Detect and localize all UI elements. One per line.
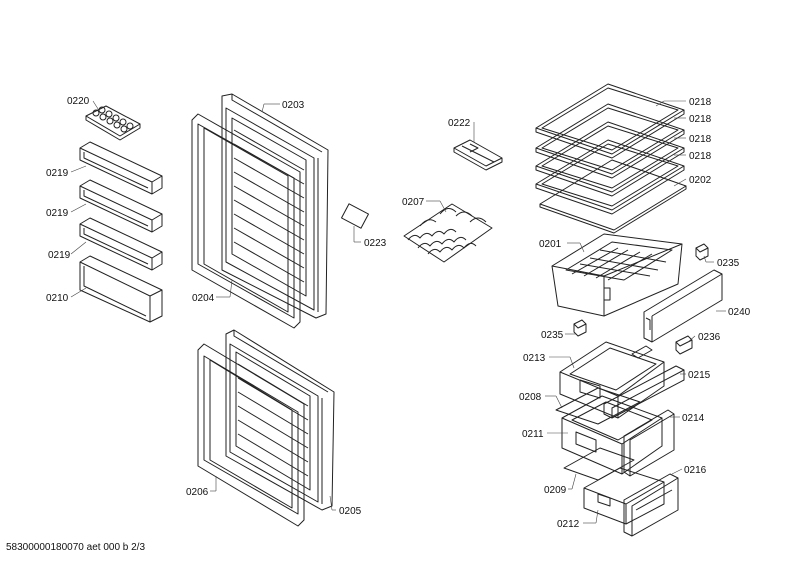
clip-upper — [695, 243, 709, 261]
label-0216: 0216 — [684, 465, 707, 476]
label-0219-b: 0219 — [46, 208, 69, 219]
crisper-drawer — [551, 233, 683, 317]
egg-tray — [85, 105, 141, 141]
label-0206: 0206 — [186, 487, 209, 498]
shelf-frame-3 — [535, 121, 685, 197]
hinge-piece — [675, 335, 693, 355]
drawer-divider-lower — [563, 447, 635, 481]
label-0203: 0203 — [282, 100, 305, 111]
label-0236: 0236 — [698, 332, 721, 343]
label-0207: 0207 — [402, 197, 425, 208]
crisper-cover-strip — [643, 269, 723, 343]
label-0212: 0212 — [557, 519, 580, 530]
label-0205: 0205 — [339, 506, 362, 517]
glass-shelf — [539, 159, 687, 234]
label-0214: 0214 — [682, 413, 705, 424]
shelf-frame-4 — [535, 139, 685, 215]
shelf-frame-2 — [535, 103, 685, 179]
label-0223: 0223 — [364, 238, 387, 249]
label-0215: 0215 — [688, 370, 711, 381]
lower-door-gasket — [197, 343, 305, 527]
freezer-drawer-bottom — [583, 467, 665, 525]
document-footer: 58300000180070 aet 000 b 2/3 — [6, 542, 146, 553]
label-0204: 0204 — [192, 293, 215, 304]
label-0235-a: 0235 — [717, 258, 740, 269]
label-0208: 0208 — [519, 392, 542, 403]
label-0210: 0210 — [46, 293, 69, 304]
clip-lower — [573, 319, 587, 337]
label-0209: 0209 — [544, 485, 567, 496]
label-0219-c: 0219 — [48, 250, 71, 261]
label-0240: 0240 — [728, 307, 751, 318]
upper-door-gasket — [191, 113, 301, 329]
label-0211: 0211 — [522, 429, 544, 440]
bottle-rack — [403, 203, 493, 263]
label-0218-b: 0218 — [689, 114, 712, 125]
shelf-frame-1 — [535, 83, 685, 159]
label-0201: 0201 — [539, 239, 562, 250]
upper-door-panel — [221, 93, 329, 319]
lower-door-panel — [225, 329, 335, 511]
label-0218-a: 0218 — [689, 97, 712, 108]
label-0218-d: 0218 — [689, 151, 712, 162]
label-0220: 0220 — [67, 96, 90, 107]
label-0219-a: 0219 — [46, 168, 69, 179]
part-labels: 0220 0219 0219 0219 0210 0203 0204 0223 … — [46, 96, 751, 530]
freezer-drawer-middle — [561, 395, 663, 475]
label-0218-c: 0218 — [689, 134, 712, 145]
door-shelf-1 — [79, 141, 163, 195]
door-shelf-3 — [79, 217, 163, 271]
label-plate — [341, 203, 369, 229]
freezer-front-middle — [623, 409, 675, 477]
label-0222: 0222 — [448, 118, 471, 129]
label-0202: 0202 — [689, 175, 712, 186]
drawer-divider — [555, 387, 641, 425]
label-0235-b: 0235 — [541, 330, 564, 341]
ice-cube-tray — [453, 139, 503, 171]
door-shelf-bottle — [79, 255, 163, 323]
freezer-front-top — [603, 365, 685, 419]
leader-lines — [70, 100, 726, 524]
freezer-front-bottom — [623, 473, 679, 537]
label-0213: 0213 — [523, 353, 546, 364]
door-shelf-2 — [79, 179, 163, 233]
freezer-drawer-top — [559, 341, 665, 419]
